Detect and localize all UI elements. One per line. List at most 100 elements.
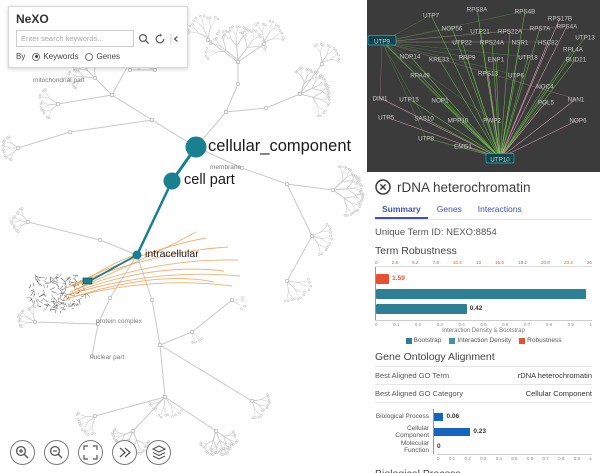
network-node[interactable]: UTP5 [378, 115, 395, 122]
tree-leaf-node[interactable] [337, 53, 340, 57]
tree-leaf-node[interactable] [241, 31, 244, 34]
network-node[interactable]: RPS7A [530, 26, 551, 33]
tree-leaf-node[interactable] [337, 57, 341, 61]
bar-interaction-density[interactable] [376, 303, 467, 314]
tree-leaf-node[interactable] [361, 196, 364, 199]
tree-leaf-node[interactable] [159, 415, 163, 419]
tree-leaf-node[interactable] [309, 284, 313, 288]
tree-leaf-node[interactable] [148, 402, 152, 405]
tree-leaf-node[interactable] [199, 441, 203, 445]
tree-leaf-node[interactable] [316, 114, 320, 118]
tree-leaf-node[interactable] [296, 69, 299, 73]
tree-leaf-node[interactable] [310, 70, 314, 74]
tab-summary[interactable]: Summary [375, 200, 428, 219]
tree-leaf-node[interactable] [324, 109, 327, 112]
tree-node[interactable] [263, 106, 268, 111]
tree-node[interactable] [25, 220, 30, 225]
tree-leaf-node[interactable] [12, 224, 16, 227]
network-node[interactable]: POL5 [538, 100, 555, 107]
tree-leaf-node[interactable] [334, 49, 338, 52]
network-node[interactable]: HSC82 [538, 40, 559, 47]
tree-leaf-node[interactable] [339, 165, 343, 168]
tree-leaf-node[interactable] [191, 23, 194, 26]
node-intracellular[interactable] [132, 250, 142, 260]
tree-leaf-node[interactable] [354, 210, 357, 213]
tree-leaf-node[interactable] [75, 413, 79, 417]
tree-leaf-node[interactable] [204, 55, 208, 58]
tree-leaf-node[interactable] [265, 406, 269, 410]
tree-leaf-node[interactable] [228, 29, 232, 33]
tree-leaf-node[interactable] [302, 293, 306, 297]
network-node[interactable]: ENP1 [488, 57, 505, 64]
tree-leaf-node[interactable] [113, 438, 116, 442]
tree-node[interactable] [93, 76, 98, 81]
tree-leaf-node[interactable] [1, 148, 5, 151]
tree-leaf-node[interactable] [328, 45, 332, 48]
tree-leaf-node[interactable] [280, 31, 284, 35]
tree-leaf-node[interactable] [45, 115, 49, 119]
tree-leaf-node[interactable] [254, 416, 257, 419]
tree-leaf-node[interactable] [256, 21, 260, 25]
tree-leaf-node[interactable] [221, 30, 225, 33]
network-node[interactable]: UTP22 [452, 40, 472, 47]
tree-leaf-node[interactable] [2, 143, 5, 146]
tree-node[interactable] [150, 297, 155, 302]
tree-leaf-node[interactable] [255, 29, 258, 33]
radio-genes[interactable]: Genes [85, 52, 120, 61]
tree-leaf-node[interactable] [204, 50, 208, 53]
tree-leaf-node[interactable] [27, 308, 30, 311]
tree-leaf-node[interactable] [2, 140, 5, 144]
network-node[interactable]: UTP9 [374, 39, 391, 46]
tree-leaf-node[interactable] [216, 450, 219, 454]
tree-leaf-node[interactable] [71, 81, 74, 84]
tree-leaf-node[interactable] [13, 226, 16, 230]
tree-leaf-node[interactable] [332, 47, 336, 50]
tree-leaf-node[interactable] [80, 428, 84, 431]
network-node[interactable]: NOP1 [431, 98, 449, 105]
tree-leaf-node[interactable] [230, 444, 233, 447]
tree-leaf-node[interactable] [136, 451, 140, 455]
tree-leaf-node[interactable] [231, 25, 234, 28]
tree-leaf-node[interactable] [254, 23, 257, 27]
tree-leaf-node[interactable] [224, 452, 227, 456]
tree-leaf-node[interactable] [191, 341, 194, 344]
network-node[interactable]: NAN1 [568, 97, 585, 104]
tree-leaf-node[interactable] [214, 451, 217, 454]
zoom-out-button[interactable] [44, 440, 69, 465]
tree-node[interactable] [214, 428, 219, 433]
tree-leaf-node[interactable] [260, 413, 263, 417]
tree-node[interactable] [90, 353, 95, 358]
node-rdna-heterochromatin[interactable] [82, 277, 93, 285]
tree-leaf-node[interactable] [142, 449, 146, 452]
tree-leaf-node[interactable] [318, 253, 321, 256]
tree-leaf-node[interactable] [329, 231, 332, 234]
tree-leaf-node[interactable] [74, 68, 77, 72]
tree-leaf-node[interactable] [268, 401, 271, 404]
network-node[interactable]: EMG1 [454, 144, 472, 151]
tree-leaf-node[interactable] [315, 43, 319, 46]
tree-leaf-node[interactable] [67, 72, 70, 76]
tab-genes[interactable]: Genes [436, 204, 462, 214]
tree-leaf-node[interactable] [47, 116, 51, 120]
tree-leaf-node[interactable] [164, 414, 167, 417]
tree-leaf-node[interactable] [213, 38, 216, 41]
tree-leaf-node[interactable] [16, 211, 20, 214]
search-input[interactable] [16, 30, 134, 47]
tree-leaf-node[interactable] [31, 305, 34, 308]
tree-leaf-node[interactable] [322, 77, 325, 80]
tree-leaf-node[interactable] [282, 36, 285, 39]
tree-leaf-node[interactable] [346, 214, 349, 217]
tree-leaf-node[interactable] [199, 443, 203, 447]
tab-interactions[interactable]: Interactions [477, 204, 522, 214]
tree-leaf-node[interactable] [281, 38, 285, 42]
tree-leaf-node[interactable] [18, 323, 22, 327]
tree-node[interactable] [250, 398, 255, 403]
tree-leaf-node[interactable] [178, 411, 181, 415]
tree-leaf-node[interactable] [327, 95, 331, 99]
tree-node[interactable] [206, 37, 211, 42]
tree-leaf-node[interactable] [230, 442, 233, 445]
radio-keywords[interactable]: Keywords [32, 52, 78, 61]
network-node[interactable]: NOP56 [442, 26, 463, 33]
tree-node[interactable] [150, 118, 155, 123]
tree-leaf-node[interactable] [250, 30, 253, 34]
